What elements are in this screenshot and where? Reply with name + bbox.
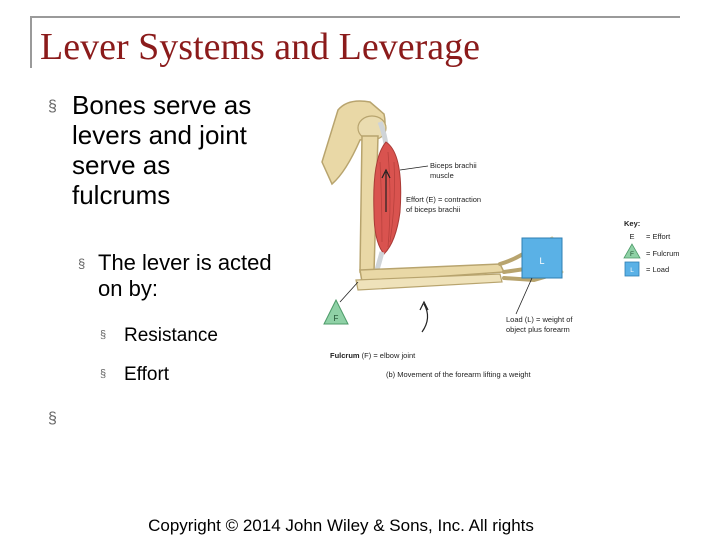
key-load-label: = Load xyxy=(646,265,669,274)
bullet-line: fulcrums xyxy=(72,180,171,210)
key-fulcrum-symbol: F xyxy=(630,251,634,258)
label-biceps-line2: muscle xyxy=(430,171,454,180)
label-fulcrum: Fulcrum (F) = elbow joint xyxy=(330,351,416,360)
slide-title: Lever Systems and Leverage xyxy=(40,26,480,68)
bullet-marker: § xyxy=(48,410,57,427)
key-load-symbol: L xyxy=(630,267,634,274)
key-fulcrum-label: = Fulcrum xyxy=(646,249,680,258)
bullet-line: The lever is acted xyxy=(98,250,272,275)
label-fulcrum-rest: (F) = elbow joint xyxy=(360,351,417,360)
fulcrum-leader xyxy=(339,281,359,303)
arm-lever-figure: L F Biceps brachii muscle Effort (E) = c… xyxy=(321,100,680,379)
bullet-marker: § xyxy=(48,98,57,115)
load-box-label: L xyxy=(539,256,544,266)
bullet-marker: § xyxy=(100,329,107,341)
load-leader xyxy=(515,277,533,315)
fulcrum-triangle-label: F xyxy=(334,314,339,323)
bullet-line: serve as xyxy=(72,150,171,180)
label-biceps-line1: Biceps brachii xyxy=(430,161,477,170)
title-frame xyxy=(30,16,680,68)
movement-arrow xyxy=(421,303,429,333)
bullet-line: levers and joint xyxy=(72,120,247,150)
label-load-line1: Load (L) = weight of xyxy=(506,315,573,324)
key-effort-symbol: E xyxy=(629,232,634,241)
bullet-line: on by: xyxy=(98,276,158,301)
copyright-footer: Copyright © 2014 John Wiley & Sons, Inc.… xyxy=(0,516,720,536)
movement-arrowhead xyxy=(419,300,429,311)
bullet-text: Bones serve as levers and joint serve as… xyxy=(72,90,251,210)
load-box xyxy=(521,237,563,279)
bullet-text: Effort xyxy=(124,364,170,385)
label-fulcrum-bold: Fulcrum xyxy=(330,351,360,360)
bullet-text: Resistance xyxy=(124,325,218,346)
biceps-leader xyxy=(399,165,429,171)
key-fulcrum-triangle xyxy=(623,243,641,259)
bullet-line: Bones serve as xyxy=(72,90,252,120)
effort-arrowhead xyxy=(381,168,391,179)
label-effort-line2: of biceps brachii xyxy=(406,205,461,214)
label-effort-line1: Effort (E) = contraction xyxy=(406,195,481,204)
biceps-muscle xyxy=(373,141,402,255)
copyright-text: Copyright © 2014 John Wiley & Sons, Inc.… xyxy=(148,516,534,535)
figure-caption: (b) Movement of the forearm lifting a we… xyxy=(386,370,532,379)
ulna-bone xyxy=(355,273,503,291)
bullet-text: The lever is acted on by: xyxy=(98,250,272,302)
key-title: Key: xyxy=(624,219,640,228)
bullet-marker: § xyxy=(78,256,86,271)
muscle-striations xyxy=(379,151,395,248)
label-load-line2: object plus forearm xyxy=(506,325,570,334)
fulcrum-triangle xyxy=(323,298,349,325)
key-load-box xyxy=(624,261,640,277)
key-effort-label: = Effort xyxy=(646,232,671,241)
bullet-marker: § xyxy=(100,368,107,380)
